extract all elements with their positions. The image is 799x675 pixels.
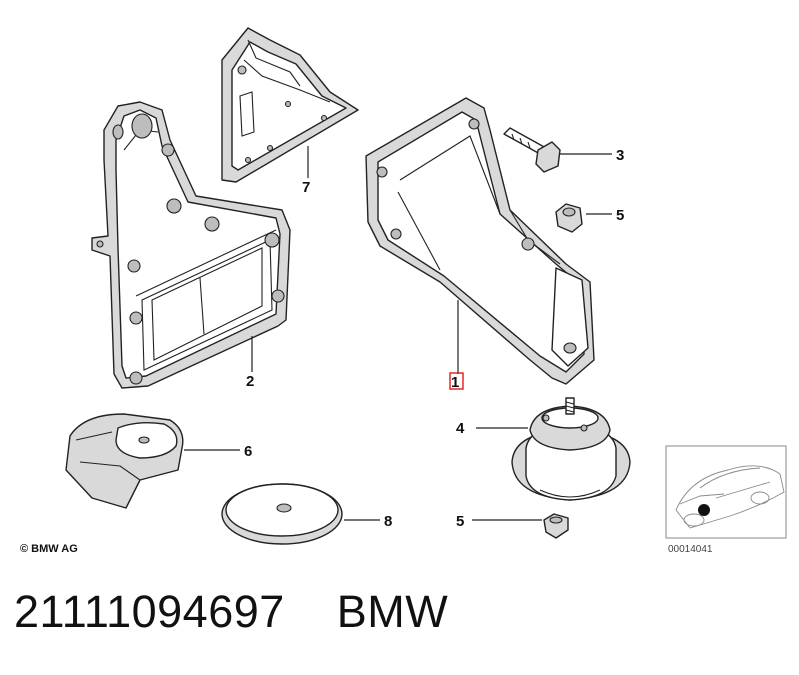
part-8-washer[interactable] bbox=[221, 483, 343, 545]
callout-3[interactable]: 3 bbox=[616, 147, 624, 164]
callout-5-upper[interactable]: 5 bbox=[616, 207, 624, 224]
callout-7[interactable]: 7 bbox=[302, 179, 310, 196]
part-2-bracket[interactable] bbox=[91, 101, 291, 389]
callout-4[interactable]: 4 bbox=[456, 420, 465, 437]
part-number: 21111094697 bbox=[14, 586, 285, 637]
part-6-heat-shield[interactable] bbox=[65, 413, 184, 509]
callout-2[interactable]: 2 bbox=[246, 373, 254, 390]
brand-name: BMW bbox=[336, 586, 449, 637]
part-5-nut-lower[interactable] bbox=[543, 513, 569, 539]
part-5-nut-upper[interactable] bbox=[555, 203, 583, 233]
callout-6[interactable]: 6 bbox=[244, 443, 252, 460]
callout-1-highlight-box bbox=[449, 372, 464, 390]
thumbnail-code: 00014041 bbox=[668, 544, 713, 555]
callout-1[interactable]: 1 bbox=[451, 374, 459, 391]
locator-dot-icon bbox=[698, 504, 710, 516]
part-7-bracket[interactable] bbox=[221, 27, 359, 183]
callout-5-lower[interactable]: 5 bbox=[456, 513, 464, 530]
part-number-caption: 21111094697 BMW bbox=[14, 586, 448, 638]
part-1-engine-support[interactable] bbox=[365, 97, 595, 385]
part-4-engine-mount[interactable] bbox=[511, 397, 631, 501]
copyright-label: © BMW AG bbox=[20, 543, 78, 555]
leader-lines bbox=[184, 146, 612, 521]
callout-8[interactable]: 8 bbox=[384, 513, 392, 530]
part-3-bolt[interactable] bbox=[503, 127, 561, 173]
locator-thumbnail[interactable] bbox=[665, 445, 787, 539]
